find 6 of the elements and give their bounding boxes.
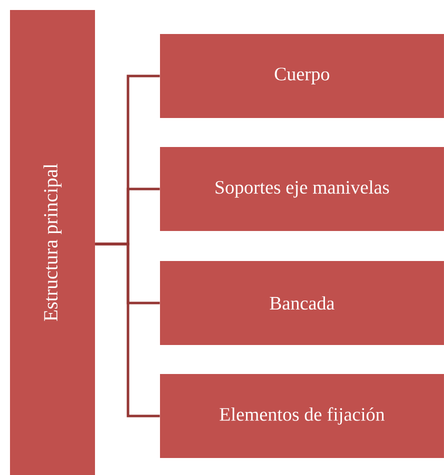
connector-line (95, 242, 160, 418)
category-box: Elementos de fijación (160, 374, 444, 458)
category-box: Cuerpo (160, 34, 444, 118)
category-box: Bancada (160, 261, 444, 345)
vertical-bar: Estructura principal (10, 10, 95, 475)
category-box: Soportes eje manivelas (160, 147, 444, 231)
